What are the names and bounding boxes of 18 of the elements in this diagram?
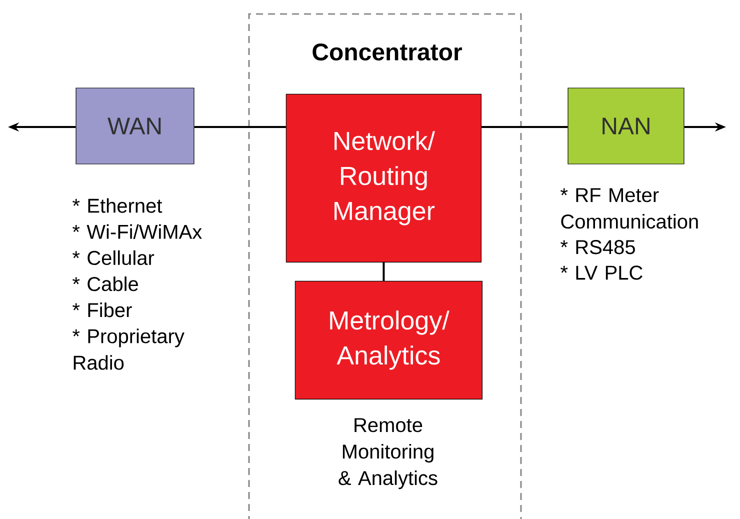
note-text: * RF Meter Communication xyxy=(560,188,698,229)
note-text: * Cellular xyxy=(72,250,154,266)
connector-line xyxy=(482,126,568,128)
process-box: WAN xyxy=(76,88,194,164)
note-text: * LV PLC xyxy=(560,266,642,280)
process-box: Metrology/ Analytics xyxy=(294,280,482,400)
note-text: * Proprietary Radio xyxy=(72,328,184,370)
note-text: Remote Monitoring & Analytics xyxy=(338,418,438,490)
note-text: * Cable xyxy=(72,276,138,292)
note-text: * Ethernet xyxy=(72,198,162,213)
process-box: NAN xyxy=(568,88,684,164)
connector-line xyxy=(382,262,385,281)
note-text: * Wi-Fi/WiMAx xyxy=(72,224,202,239)
process-box: Network/ Routing Manager xyxy=(286,94,482,262)
group-title: Concentrator xyxy=(312,44,462,60)
connector-line xyxy=(194,126,286,128)
note-text: * RS485 xyxy=(560,240,635,254)
note-text: * Fiber xyxy=(72,302,132,318)
